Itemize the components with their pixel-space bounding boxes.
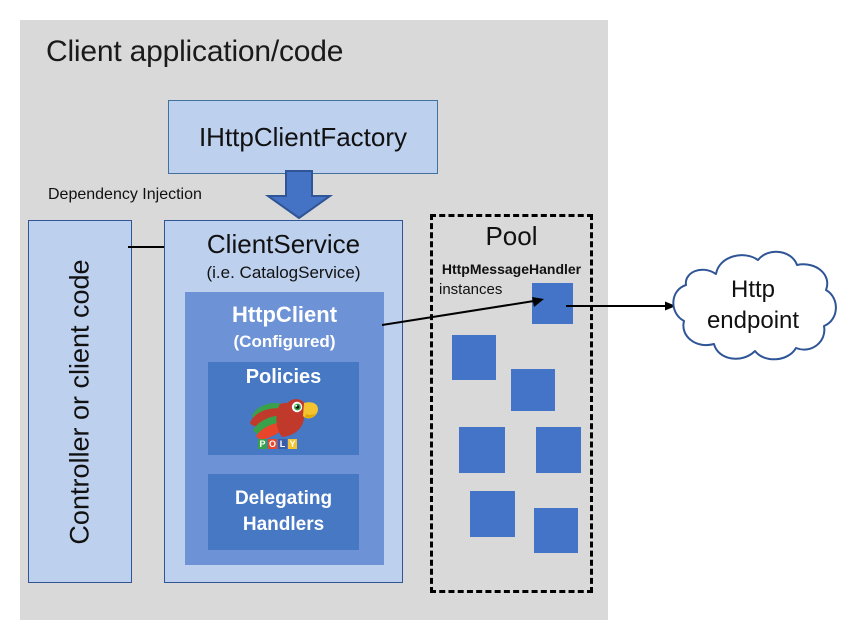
http-endpoint-line2: endpoint — [706, 307, 800, 334]
pool-subtitle-plain: instances — [439, 281, 503, 298]
httpclient-subtitle: (Configured) — [233, 332, 336, 351]
delegating-handlers-box: Delegating Handlers — [208, 474, 359, 550]
cloud-icon — [672, 250, 837, 361]
controller-or-client-code-box: Controller or client code — [28, 220, 132, 583]
http-endpoint-cloud: Http endpoint — [664, 240, 842, 370]
down-arrow-icon — [264, 170, 334, 220]
http-endpoint-line1: Http — [730, 276, 775, 303]
policies-box: Policies — [208, 362, 359, 455]
httpclient-box: HttpClient (Configured) Policies — [185, 292, 384, 565]
handler-instance-square — [470, 491, 515, 537]
page-title: Client application/code — [46, 35, 344, 68]
svg-text:L: L — [279, 439, 285, 449]
ihttpclientfactory-box: IHttpClientFactory — [168, 100, 438, 174]
clientservice-box: ClientService (i.e. CatalogService) Http… — [164, 220, 403, 583]
clientservice-title: ClientService — [206, 229, 361, 259]
svg-text:O: O — [268, 439, 275, 449]
http-endpoint-label: Http endpoint — [664, 274, 842, 336]
controller-label: Controller or client code — [64, 258, 95, 545]
pool-box: Pool HttpMessageHandler instances — [430, 214, 593, 593]
policies-title: Policies — [245, 366, 322, 388]
dependency-injection-label: Dependency Injection — [48, 186, 202, 203]
handler-instance-square — [532, 283, 573, 324]
polly-parrot-logo: P O L Y — [249, 399, 318, 449]
httpclient-title: HttpClient — [231, 302, 338, 327]
svg-text:Y: Y — [289, 439, 295, 449]
svg-text:P: P — [259, 439, 265, 449]
pool-title: Pool — [485, 221, 538, 251]
handler-instance-square — [511, 369, 555, 411]
delegating-handlers-line1: Delegating — [234, 488, 333, 509]
handler-instance-square — [534, 508, 578, 553]
clientservice-subtitle: (i.e. CatalogService) — [206, 263, 361, 282]
handler-instance-square — [452, 335, 496, 380]
handler-instance-square — [459, 427, 505, 473]
delegating-handlers-line2: Handlers — [242, 514, 325, 535]
connector-httpclient-to-pool — [382, 297, 544, 326]
handler-instance-square — [536, 427, 581, 473]
pool-subtitle-bold: HttpMessageHandler — [441, 261, 582, 277]
connector-pool-to-endpoint — [566, 301, 676, 311]
ihttpclientfactory-label: IHttpClientFactory — [198, 121, 408, 152]
